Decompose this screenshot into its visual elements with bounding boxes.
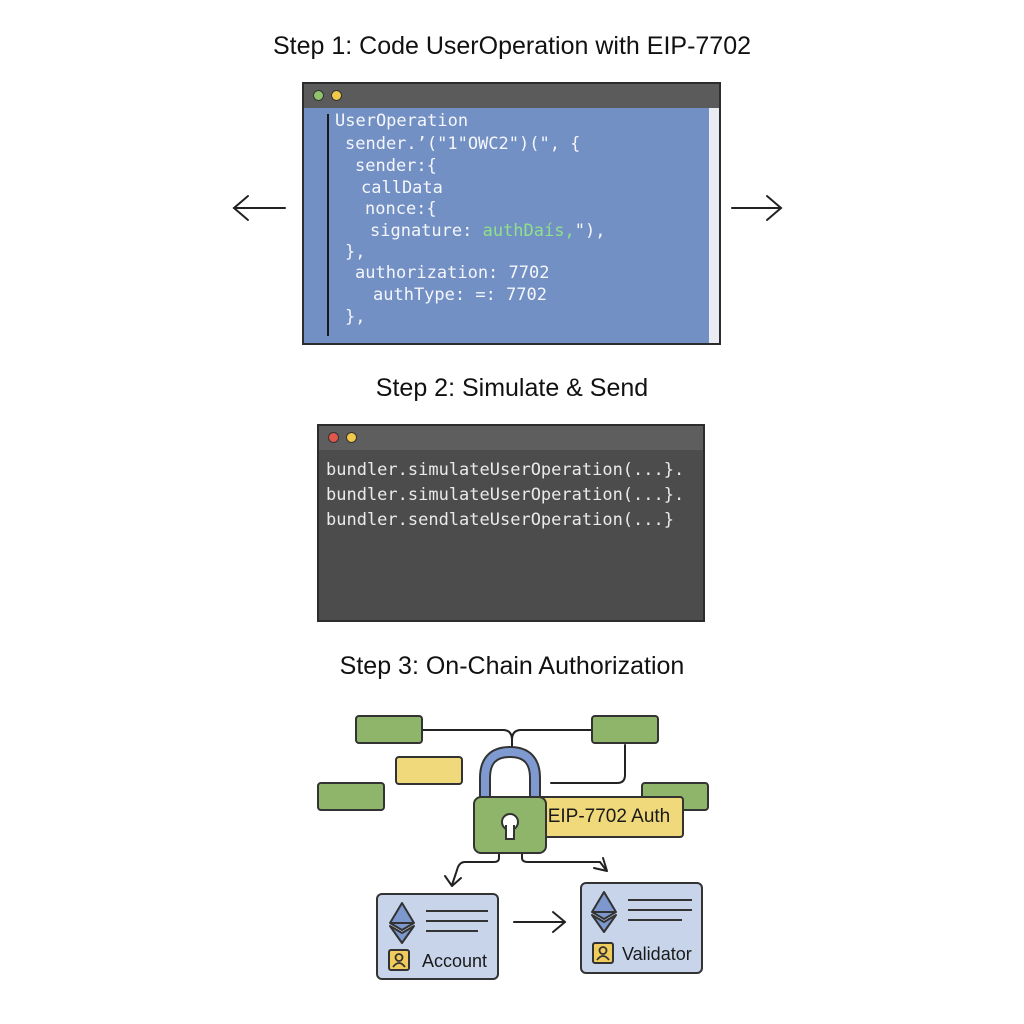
flow-block — [317, 782, 385, 811]
code-token: "), — [574, 221, 606, 241]
code-highlight: authDaís‚ — [482, 221, 575, 241]
terminal-window: bundler.simulateUserOperation(...}. bund… — [317, 424, 705, 622]
step1-title: Step 1: Code UserOperation with EIP-7702 — [272, 32, 752, 60]
window-dot-icon[interactable] — [313, 90, 324, 101]
terminal-line: bundler.simulateUserOperation(...}. — [326, 485, 685, 505]
terminal-line: bundler.simulateUserOperation(...}. — [326, 460, 685, 480]
code-line: nonce:{ — [365, 199, 437, 219]
window-dot-icon[interactable] — [346, 432, 357, 443]
auth-label-box: EIP-7702 Auth — [524, 796, 684, 838]
code-line: UserOperation — [335, 111, 469, 131]
flow-block — [395, 756, 463, 785]
editor-scrollbar[interactable] — [709, 108, 719, 343]
code-line: sender:{ — [355, 156, 437, 176]
account-card[interactable]: Account — [376, 893, 499, 980]
arrow-left-icon — [232, 195, 286, 221]
code-line: authorization: 7702 — [355, 263, 550, 283]
code-token: signature: — [370, 221, 483, 241]
ethereum-icon — [591, 891, 692, 933]
ethereum-icon — [389, 902, 488, 944]
editor-gutter-line — [327, 114, 329, 336]
code-line: sender.’("1"OWC2")(", { — [345, 134, 581, 154]
validator-label: Validator — [622, 944, 692, 964]
window-dot-icon[interactable] — [328, 432, 339, 443]
step3-title: Step 3: On-Chain Authorization — [339, 652, 685, 680]
user-icon — [592, 942, 614, 964]
code-editor-window: UserOperation sender.’("1"OWC2")(", { se… — [302, 82, 721, 345]
code-line: }, — [345, 307, 366, 327]
code-line: authType: =: 7702 — [373, 285, 547, 305]
arrow-right-icon — [731, 195, 783, 221]
validator-card[interactable]: Validator — [580, 882, 703, 974]
code-line: callData — [361, 178, 443, 198]
terminal-titlebar — [319, 426, 703, 450]
flow-block — [591, 715, 659, 744]
code-line-signature: signature: authDaís‚"), — [370, 221, 605, 241]
code-line: }, — [345, 242, 366, 262]
auth-label: EIP-7702 Auth — [547, 806, 671, 827]
step2-title: Step 2: Simulate & Send — [375, 374, 649, 402]
flow-block — [355, 715, 423, 744]
account-label: Account — [422, 951, 488, 971]
terminal-line: bundler.sendlateUserOperation(...} — [326, 510, 674, 530]
window-dot-icon[interactable] — [331, 90, 342, 101]
editor-titlebar — [304, 84, 719, 108]
user-icon — [388, 949, 410, 971]
